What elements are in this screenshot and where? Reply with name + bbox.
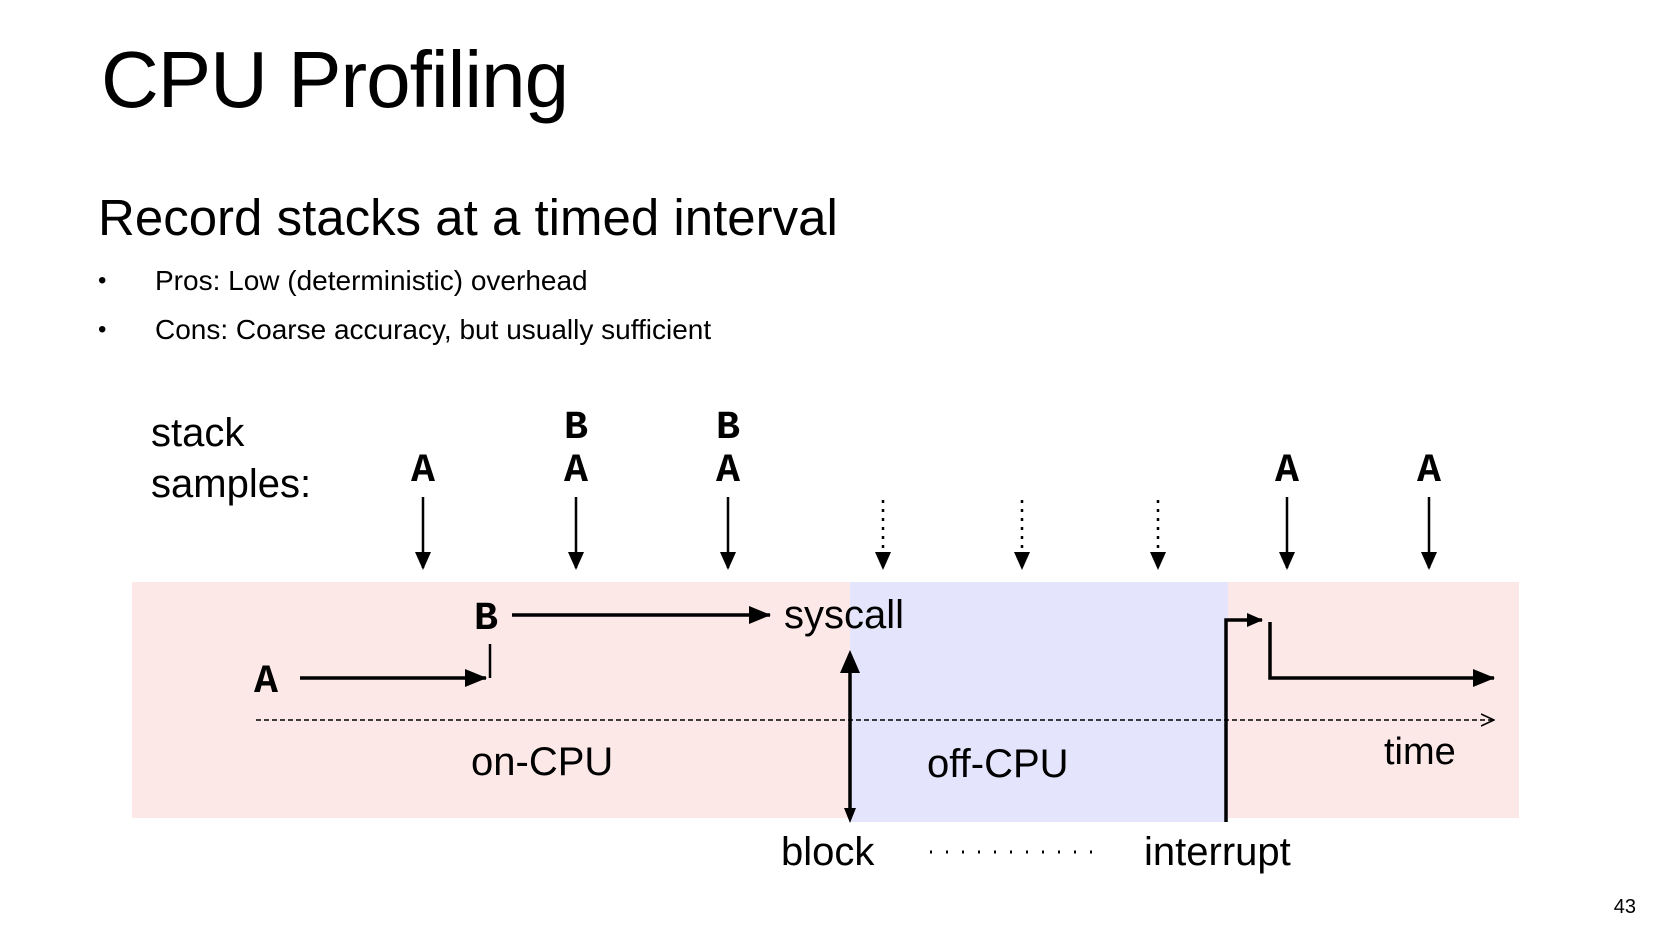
stack-samples-label-line2: samples: — [151, 462, 311, 506]
stack-frame-label: A — [716, 449, 740, 494]
block-arrow-head-up — [840, 650, 860, 673]
stack-samples-label-line1: stack — [151, 411, 245, 455]
bullet-item-pros: • Pros: Low (deterministic) overhead — [98, 266, 711, 315]
on-cpu-region — [132, 582, 850, 818]
sample-arrow-head — [1279, 552, 1295, 570]
slide-title: CPU Profiling — [101, 35, 569, 124]
bullet-icon: • — [98, 267, 107, 294]
bullet-text: Cons: Coarse accuracy, but usually suffi… — [155, 314, 712, 345]
bullet-icon: • — [98, 316, 107, 343]
syscall-label: syscall — [784, 593, 904, 637]
sample-arrow-head — [1421, 552, 1437, 570]
stack-frame-label: A — [411, 449, 435, 494]
stack-frame-label: A — [1275, 449, 1299, 494]
time-label: time — [1384, 731, 1456, 773]
sample-arrow-head — [568, 552, 584, 570]
stack-frame-label: B — [716, 406, 740, 451]
bullet-text: Pros: Low (deterministic) overhead — [155, 265, 588, 296]
on-cpu-region — [1228, 582, 1519, 818]
sample-arrow-head — [1014, 552, 1030, 570]
sample-arrow-head — [415, 552, 431, 570]
off-cpu-region — [850, 582, 1228, 822]
block-label: block — [781, 830, 875, 874]
sample-arrow-head — [1150, 552, 1166, 570]
function-a-label: A — [254, 660, 278, 705]
on-cpu-label: on-CPU — [471, 740, 613, 784]
interrupt-label: interrupt — [1144, 830, 1291, 874]
slide-subtitle: Record stacks at a timed interval — [98, 189, 838, 246]
off-cpu-label: off-CPU — [927, 742, 1069, 786]
resume-a-arrow — [1268, 622, 1495, 687]
sample-arrow-head — [720, 552, 736, 570]
stack-frame-label: B — [564, 406, 588, 451]
block-arrow-head-down — [844, 808, 856, 823]
interrupt-path — [1224, 613, 1263, 822]
sample-arrow-head — [875, 552, 891, 570]
bullet-item-cons: • Cons: Coarse accuracy, but usually suff… — [98, 315, 711, 364]
function-b-label: B — [474, 597, 498, 642]
page-number: 43 — [1613, 896, 1636, 918]
stack-frame-label: A — [1417, 449, 1441, 494]
bullet-list: • Pros: Low (deterministic) overhead • Con… — [98, 266, 711, 364]
stack-frame-label: A — [564, 449, 588, 494]
